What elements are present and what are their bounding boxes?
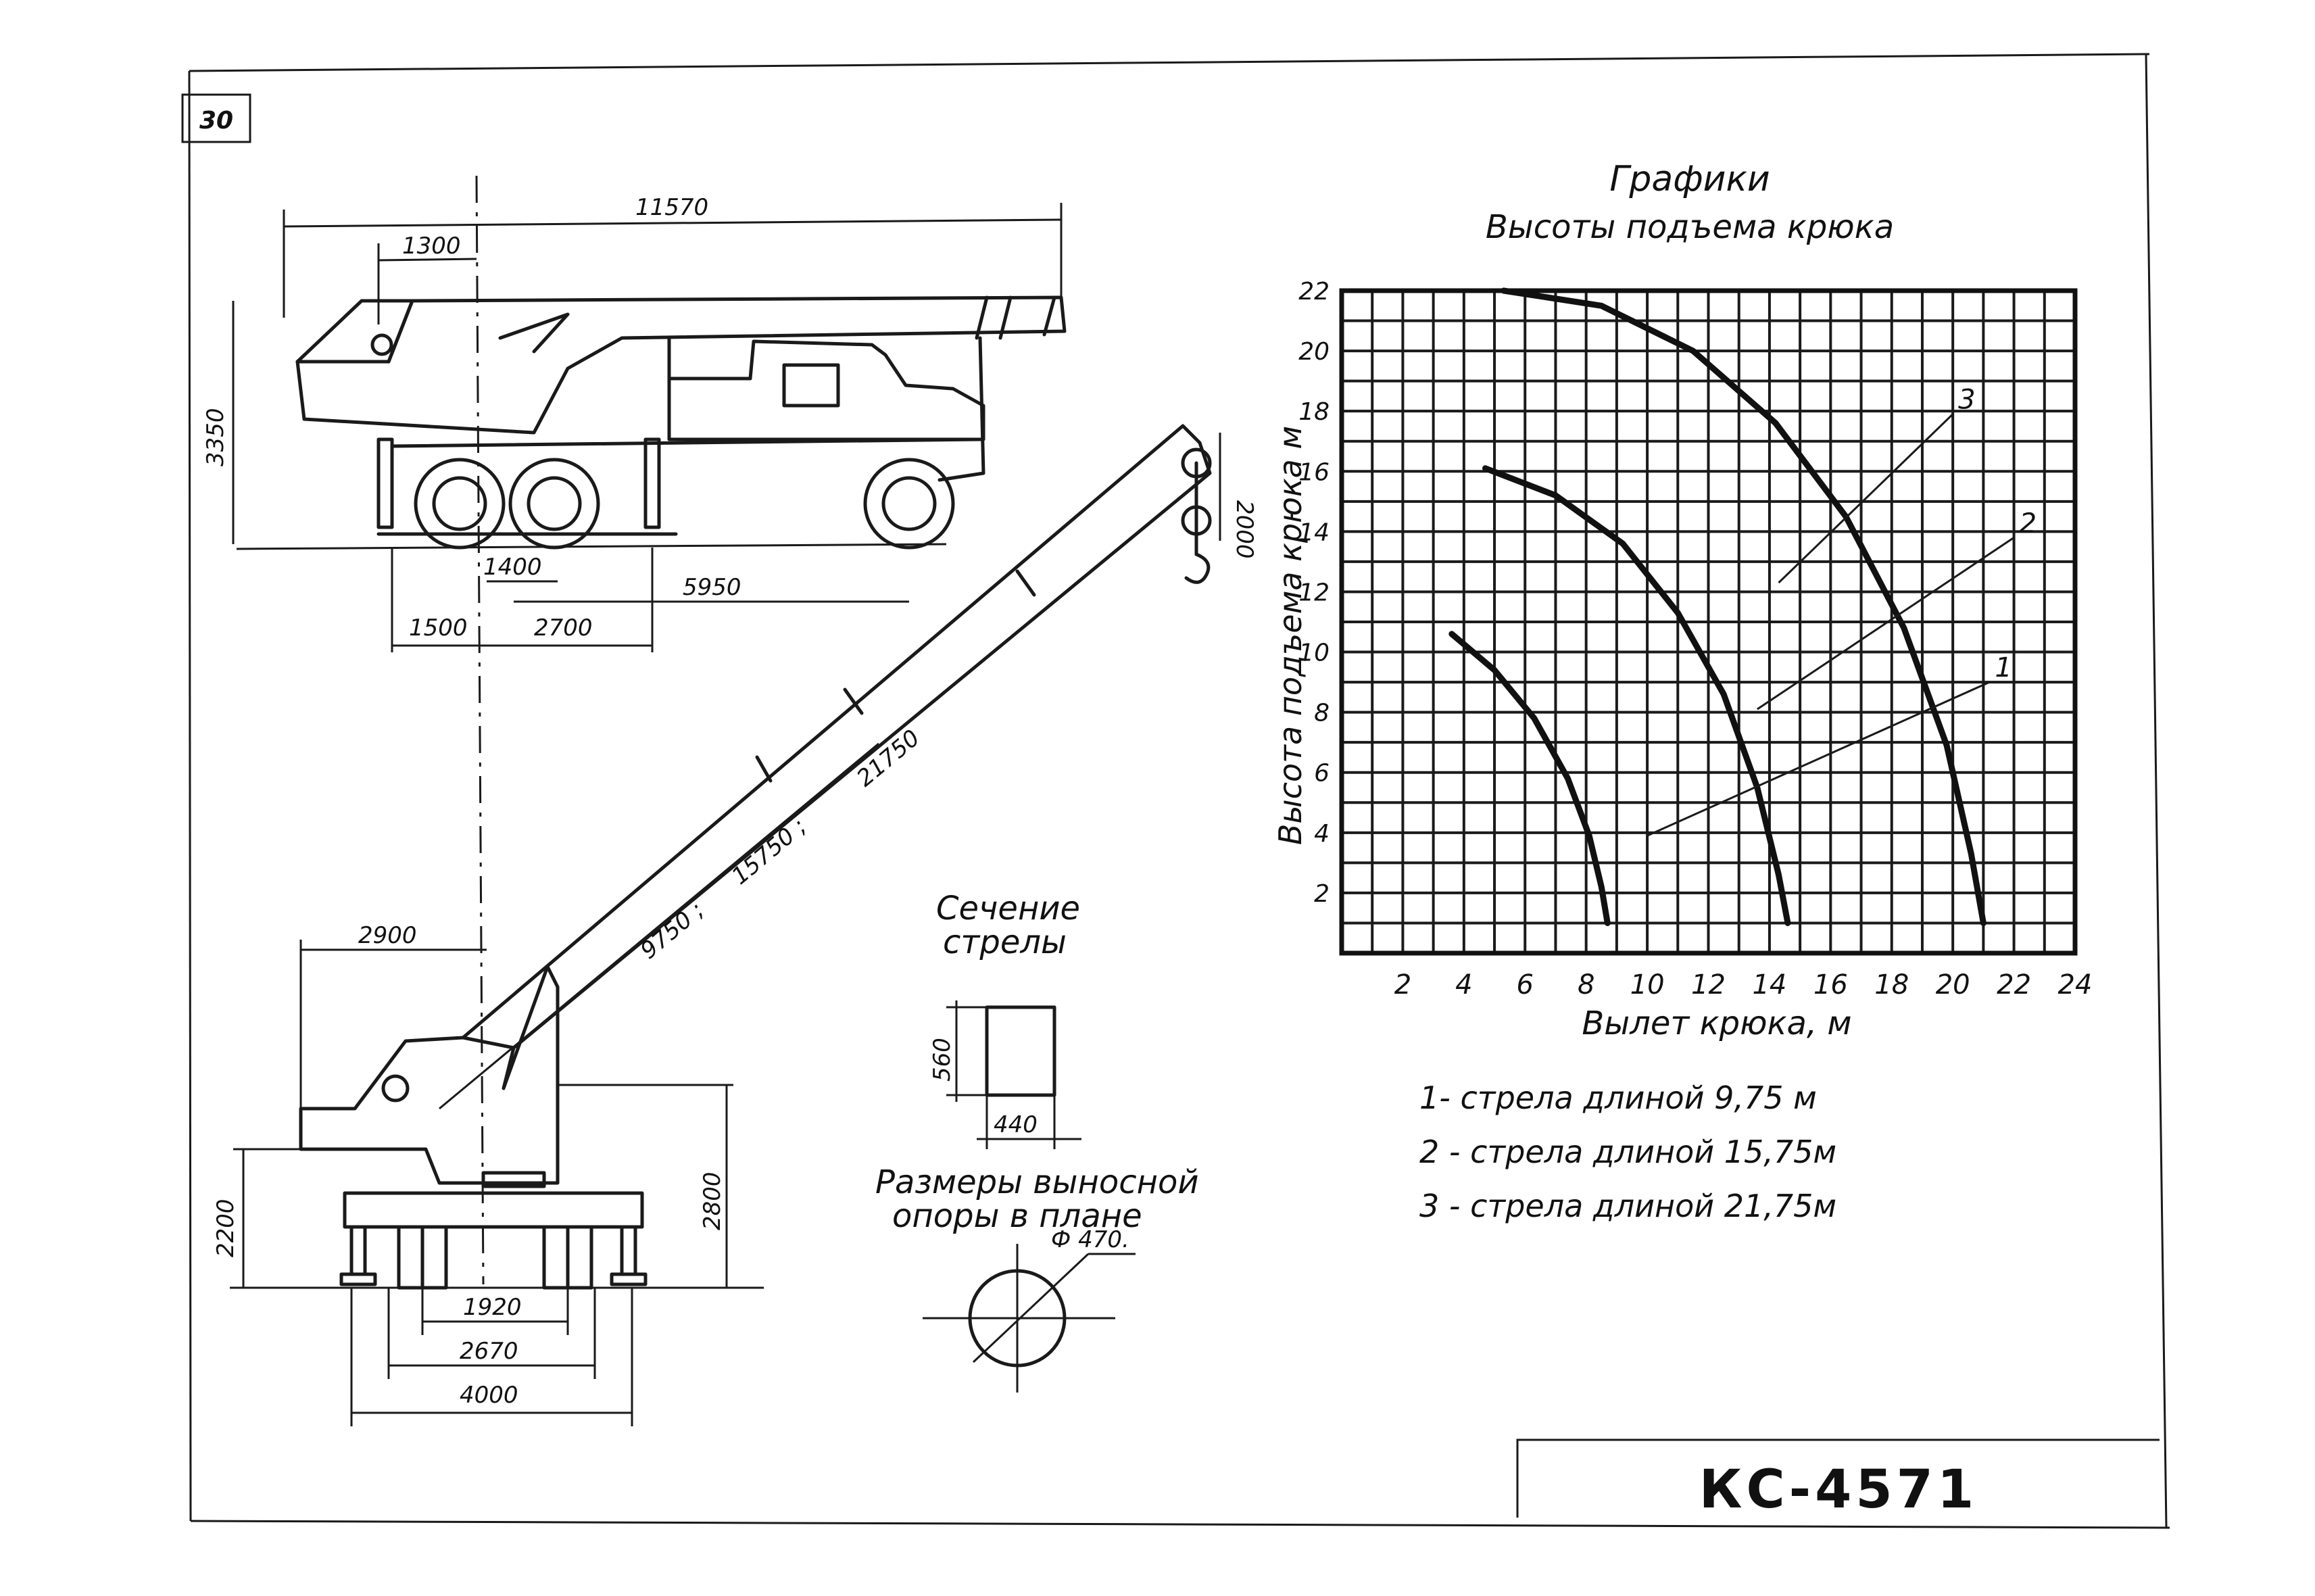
dim-1400: 1400 <box>483 554 542 581</box>
callout-label-1: 1 <box>1995 652 2012 683</box>
dim-5950: 5950 <box>683 574 741 601</box>
dim-2000: 2000 <box>1231 500 1258 559</box>
boom-section-title-1: Сечение <box>936 890 1080 927</box>
section-width: 440 <box>994 1111 1038 1138</box>
callout-leader-3 <box>1778 413 1954 584</box>
y-tick-label: 4 <box>1314 820 1330 848</box>
x-tick-label: 16 <box>1813 969 1848 1000</box>
dim-2700: 2700 <box>534 614 593 642</box>
dim-2200: 2200 <box>212 1199 239 1257</box>
dim-1920: 1920 <box>463 1294 522 1321</box>
section-height: 560 <box>929 1038 956 1082</box>
y-tick-label: 20 <box>1298 338 1330 366</box>
y-tick-label: 2 <box>1314 880 1330 908</box>
dim-2800: 2800 <box>699 1171 726 1230</box>
x-tick-label: 4 <box>1455 969 1472 1000</box>
crane-top-view: 11570 1300 3350 1400 5950 <box>202 175 1067 1285</box>
legend-entry-3: 3 - стрела длиной 21,75м <box>1419 1188 1836 1224</box>
y-tick-label: 8 <box>1314 700 1330 727</box>
plot-frame <box>1339 288 2078 956</box>
outrigger-pad: Размеры выносной опоры в плане Ф 470. <box>875 1163 1199 1393</box>
x-tick-label: 24 <box>2058 969 2093 1000</box>
legend-entry-1: 1- стрела длиной 9,75 м <box>1419 1080 1817 1116</box>
y-tick-label: 18 <box>1298 398 1330 426</box>
x-tick-label: 12 <box>1691 969 1726 1000</box>
callout-label-3: 3 <box>1958 385 1975 416</box>
x-tick-label: 10 <box>1630 969 1665 1000</box>
outrigger-diameter: Ф 470. <box>1051 1226 1129 1253</box>
x-tick-label: 20 <box>1936 969 1970 1000</box>
outrigger-title-1: Размеры выносной <box>875 1163 1199 1201</box>
boom-length-9750: 9750 ; <box>635 896 709 965</box>
boom-section: Сечение стрелы 560 440 <box>929 890 1081 1149</box>
dim-2670: 2670 <box>460 1338 518 1365</box>
dim-1500: 1500 <box>409 614 468 642</box>
callout-leader-2 <box>1756 537 2015 710</box>
y-tick-label: 6 <box>1314 760 1330 788</box>
outrigger-title-2: опоры в плане <box>892 1197 1142 1235</box>
page-number: 30 <box>199 107 233 135</box>
y-tick-label: 12 <box>1298 579 1330 606</box>
chart-title: Графики <box>1609 159 1770 199</box>
chart-callouts: 1 2 3 <box>1647 385 2037 837</box>
x-tick-label: 18 <box>1874 969 1909 1000</box>
x-tick-label: 14 <box>1752 969 1786 1000</box>
callout-leader-1 <box>1647 681 1991 837</box>
chart-curves <box>1448 287 1987 926</box>
legend-entry-2: 2 - стрела длиной 15,75м <box>1419 1134 1836 1170</box>
x-tick-label: 2 <box>1394 969 1411 1000</box>
boom-length-15750: 15750 ; <box>727 813 812 890</box>
y-tick-label: 14 <box>1298 518 1330 546</box>
dim-4000: 4000 <box>460 1382 518 1409</box>
sheet-frame <box>188 53 2170 1529</box>
page-number-box: 30 <box>181 93 251 143</box>
x-tick-label: 8 <box>1578 969 1594 1000</box>
dim-height: 3350 <box>202 408 229 466</box>
y-tick-label: 16 <box>1298 458 1330 486</box>
x-tick-label: 22 <box>1997 969 2031 1000</box>
curve-series-1 <box>1448 631 1611 926</box>
title-block: КС-4571 <box>1516 1438 2160 1520</box>
dim-2900: 2900 <box>358 922 417 949</box>
chart-xlabel: Вылет крюка, м <box>1582 1005 1851 1042</box>
curve-series-2 <box>1482 465 1791 926</box>
title-block-text: КС-4571 <box>1699 1459 1978 1520</box>
dim-overall-length: 11570 <box>635 194 708 221</box>
boom-section-title-2: стрелы <box>943 923 1067 961</box>
chart-grid <box>1339 288 2078 956</box>
x-tick-label: 6 <box>1517 969 1534 1000</box>
callout-label-2: 2 <box>2020 508 2037 539</box>
y-tick-label: 10 <box>1298 639 1330 667</box>
dim-1300: 1300 <box>402 233 461 260</box>
chart-ylabel: Высота подъема крюка м <box>1272 426 1309 845</box>
chart-subtitle: Высоты подъема крюка <box>1486 208 1894 246</box>
y-tick-label: 22 <box>1298 278 1330 306</box>
